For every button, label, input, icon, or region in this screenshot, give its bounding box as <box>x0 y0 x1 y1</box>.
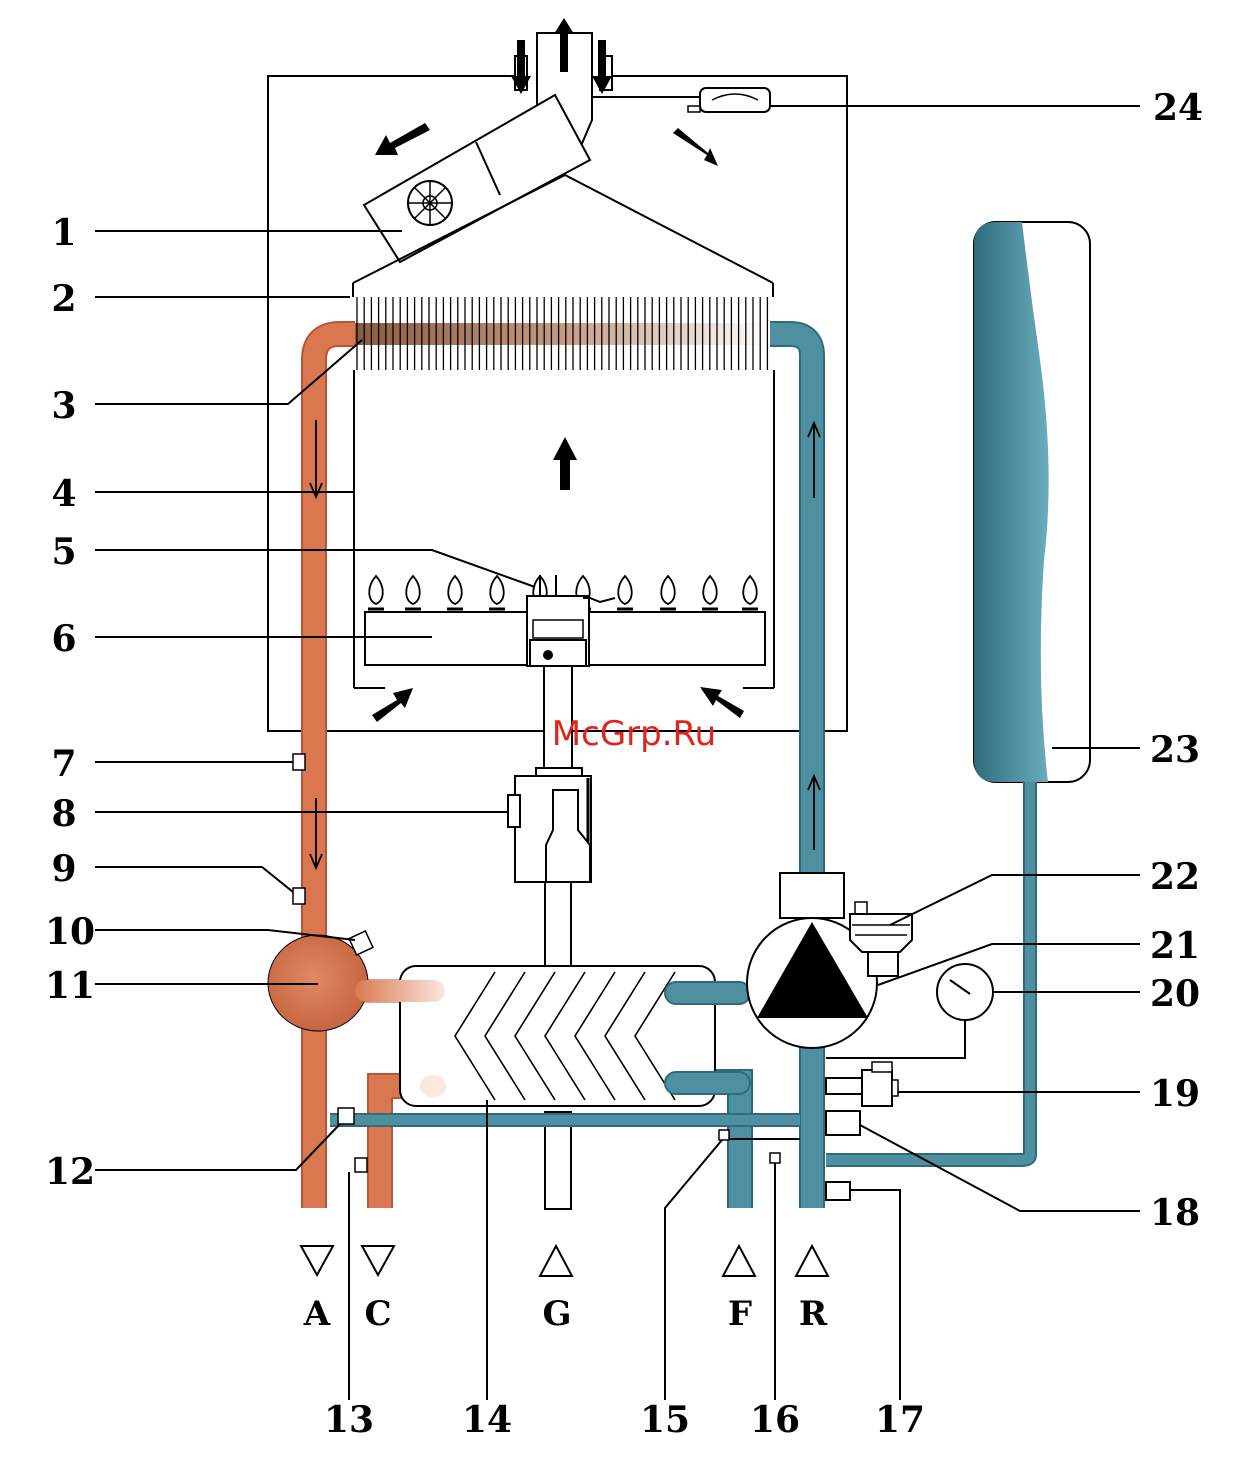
label-9: 9 <box>51 848 76 890</box>
port-labels: A C G F R <box>303 1294 828 1334</box>
label-2: 2 <box>51 278 76 320</box>
label-8: 8 <box>51 793 76 835</box>
label-21: 21 <box>1150 925 1200 967</box>
circulation-pump <box>747 873 877 1048</box>
label-4: 4 <box>51 473 76 515</box>
label-5: 5 <box>51 531 76 573</box>
overheat-thermostat <box>293 888 305 904</box>
flame-icon <box>618 576 632 604</box>
flame-icon <box>661 576 675 604</box>
label-14: 14 <box>462 1399 512 1441</box>
air-pressure-switch <box>592 88 770 112</box>
label-13: 13 <box>324 1399 374 1441</box>
water-pressure-switch <box>770 1153 780 1163</box>
bypass-valve <box>338 1108 354 1124</box>
flame-icon <box>743 576 757 604</box>
port-label-c: C <box>364 1294 391 1334</box>
port-markers <box>301 1246 828 1276</box>
main-heat-exchanger <box>355 297 770 370</box>
label-10: 10 <box>45 911 95 953</box>
port-label-f: F <box>728 1294 752 1334</box>
port-r-up-icon <box>796 1246 828 1276</box>
label-11: 11 <box>45 965 95 1007</box>
label-19: 19 <box>1150 1073 1200 1115</box>
label-15: 15 <box>640 1399 690 1441</box>
port-label-a: A <box>303 1294 331 1334</box>
port-c-down-icon <box>362 1246 394 1275</box>
dhw-temperature-sensor <box>355 1158 367 1172</box>
ch-temperature-sensor <box>293 754 305 770</box>
label-24: 24 <box>1153 87 1203 129</box>
port-g-up-icon <box>540 1246 572 1276</box>
label-16: 16 <box>750 1399 800 1441</box>
port-a-down-icon <box>301 1246 333 1275</box>
label-20: 20 <box>1150 973 1200 1015</box>
plate-heat-exchanger <box>355 966 750 1106</box>
label-12: 12 <box>45 1151 95 1193</box>
flame-icon <box>406 576 420 604</box>
label-17: 17 <box>875 1399 925 1441</box>
port-label-g: G <box>542 1294 571 1334</box>
port-f-up-icon <box>723 1246 755 1276</box>
gas-valve <box>508 768 591 972</box>
label-3: 3 <box>51 385 76 427</box>
safety-valve <box>826 1111 860 1135</box>
flow-sensor <box>719 1130 729 1140</box>
flame-icon <box>448 576 462 604</box>
flame-icon <box>490 576 504 604</box>
label-23: 23 <box>1150 729 1200 771</box>
label-6: 6 <box>51 618 76 660</box>
watermark: McGrp.Ru <box>552 714 716 754</box>
filling-valve <box>826 1062 898 1106</box>
flame-icon <box>369 576 383 604</box>
label-18: 18 <box>1150 1192 1200 1234</box>
label-1: 1 <box>51 212 76 254</box>
heating-flow-pipe <box>314 334 355 1208</box>
port-label-r: R <box>799 1294 828 1334</box>
flame-icon <box>703 576 717 604</box>
label-7: 7 <box>51 743 76 785</box>
drain-cock <box>826 1182 850 1200</box>
label-22: 22 <box>1150 856 1200 898</box>
heating-return-pipe <box>770 334 812 1208</box>
